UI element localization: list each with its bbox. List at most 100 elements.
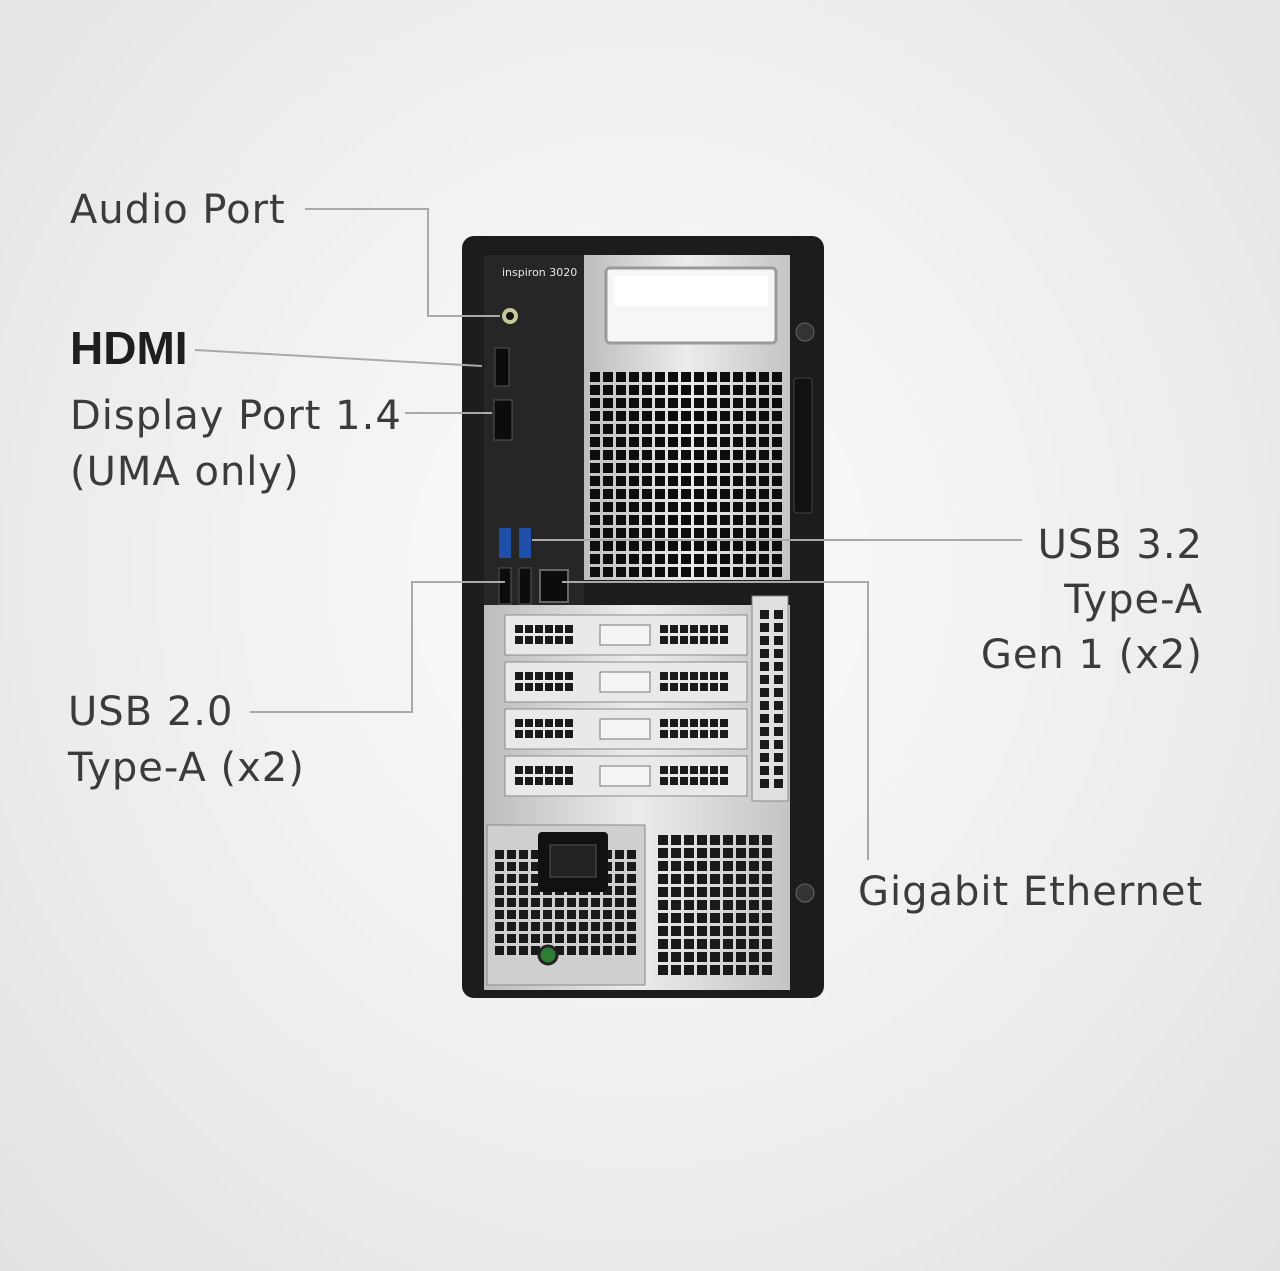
vent-hole [710,900,720,910]
vent-hole [707,528,717,538]
vent-hole [525,683,533,691]
hdmi-port [494,347,510,387]
vent-hole [749,874,759,884]
vent-hole [591,946,600,955]
vent-hole [668,554,678,564]
vent-hole [590,372,600,382]
vent-hole [760,623,769,632]
vent-hole [579,910,588,919]
vent-hole [616,476,626,486]
vent-hole [531,850,540,859]
vent-hole [591,910,600,919]
label-usb20-type: Type-A (x2) [68,745,305,791]
vent-hole [555,934,564,943]
vent-hole [746,424,756,434]
vent-hole [616,372,626,382]
vent-hole [495,886,504,895]
vent-hole [545,766,553,774]
vent-hole [694,398,704,408]
vent-hole [535,672,543,680]
vent-hole [707,398,717,408]
vent-hole [760,740,769,749]
vent-hole [668,424,678,434]
vent-hole [629,502,639,512]
vent-hole [590,476,600,486]
vent-hole [760,636,769,645]
vent-hole [707,411,717,421]
vent-hole [555,672,563,680]
vent-hole [616,463,626,473]
vent-hole [762,913,772,923]
vent-hole [616,437,626,447]
vent-hole [655,437,665,447]
vent-hole [642,476,652,486]
vent-hole [642,385,652,395]
vent-hole [710,861,720,871]
vent-hole [627,910,636,919]
vent-hole [707,385,717,395]
vent-hole [749,835,759,845]
vent-hole [723,848,733,858]
vent-hole [603,385,613,395]
vent-hole [697,926,707,936]
vent-hole [733,385,743,395]
vent-hole [760,766,769,775]
vent-hole [525,777,533,785]
vent-hole [655,541,665,551]
vent-hole [694,424,704,434]
vent-hole [642,437,652,447]
vent-hole [762,965,772,975]
vent-hole [642,489,652,499]
vent-hole [697,861,707,871]
vent-hole [720,541,730,551]
vent-hole [680,625,688,633]
vent-hole [668,398,678,408]
vent-hole [733,424,743,434]
vent-hole [749,900,759,910]
vent-hole [710,939,720,949]
vent-hole [655,450,665,460]
vent-hole [733,489,743,499]
vent-hole [681,476,691,486]
vent-hole [746,489,756,499]
vent-hole [555,910,564,919]
vent-hole [603,922,612,931]
vent-hole [684,952,694,962]
vent-hole [590,450,600,460]
vent-hole [700,672,708,680]
vent-hole [746,385,756,395]
vent-hole [658,965,668,975]
vent-hole [697,913,707,923]
vent-hole [749,952,759,962]
vent-hole [736,900,746,910]
vent-hole [565,636,573,644]
ethernet-port [539,569,569,603]
vent-hole [507,898,516,907]
vent-hole [772,567,782,577]
vent-hole [519,934,528,943]
vent-hole [660,636,668,644]
vent-hole [565,683,573,691]
vent-hole [543,934,552,943]
vent-hole [720,385,730,395]
vent-hole [772,450,782,460]
vent-hole [772,515,782,525]
screw-icon [795,883,815,903]
vent-hole [707,437,717,447]
vent-hole [629,476,639,486]
vent-hole [772,372,782,382]
vent-hole [555,898,564,907]
vent-hole [616,489,626,499]
vent-hole [670,719,678,727]
vent-hole [749,861,759,871]
vent-hole [760,662,769,671]
vent-hole [710,835,720,845]
vent-hole [616,424,626,434]
vent-hole [642,567,652,577]
vent-hole [629,437,639,447]
vent-hole [616,541,626,551]
vent-hole [707,502,717,512]
vent-hole [681,567,691,577]
vent-hole [519,850,528,859]
vent-hole [567,946,576,955]
